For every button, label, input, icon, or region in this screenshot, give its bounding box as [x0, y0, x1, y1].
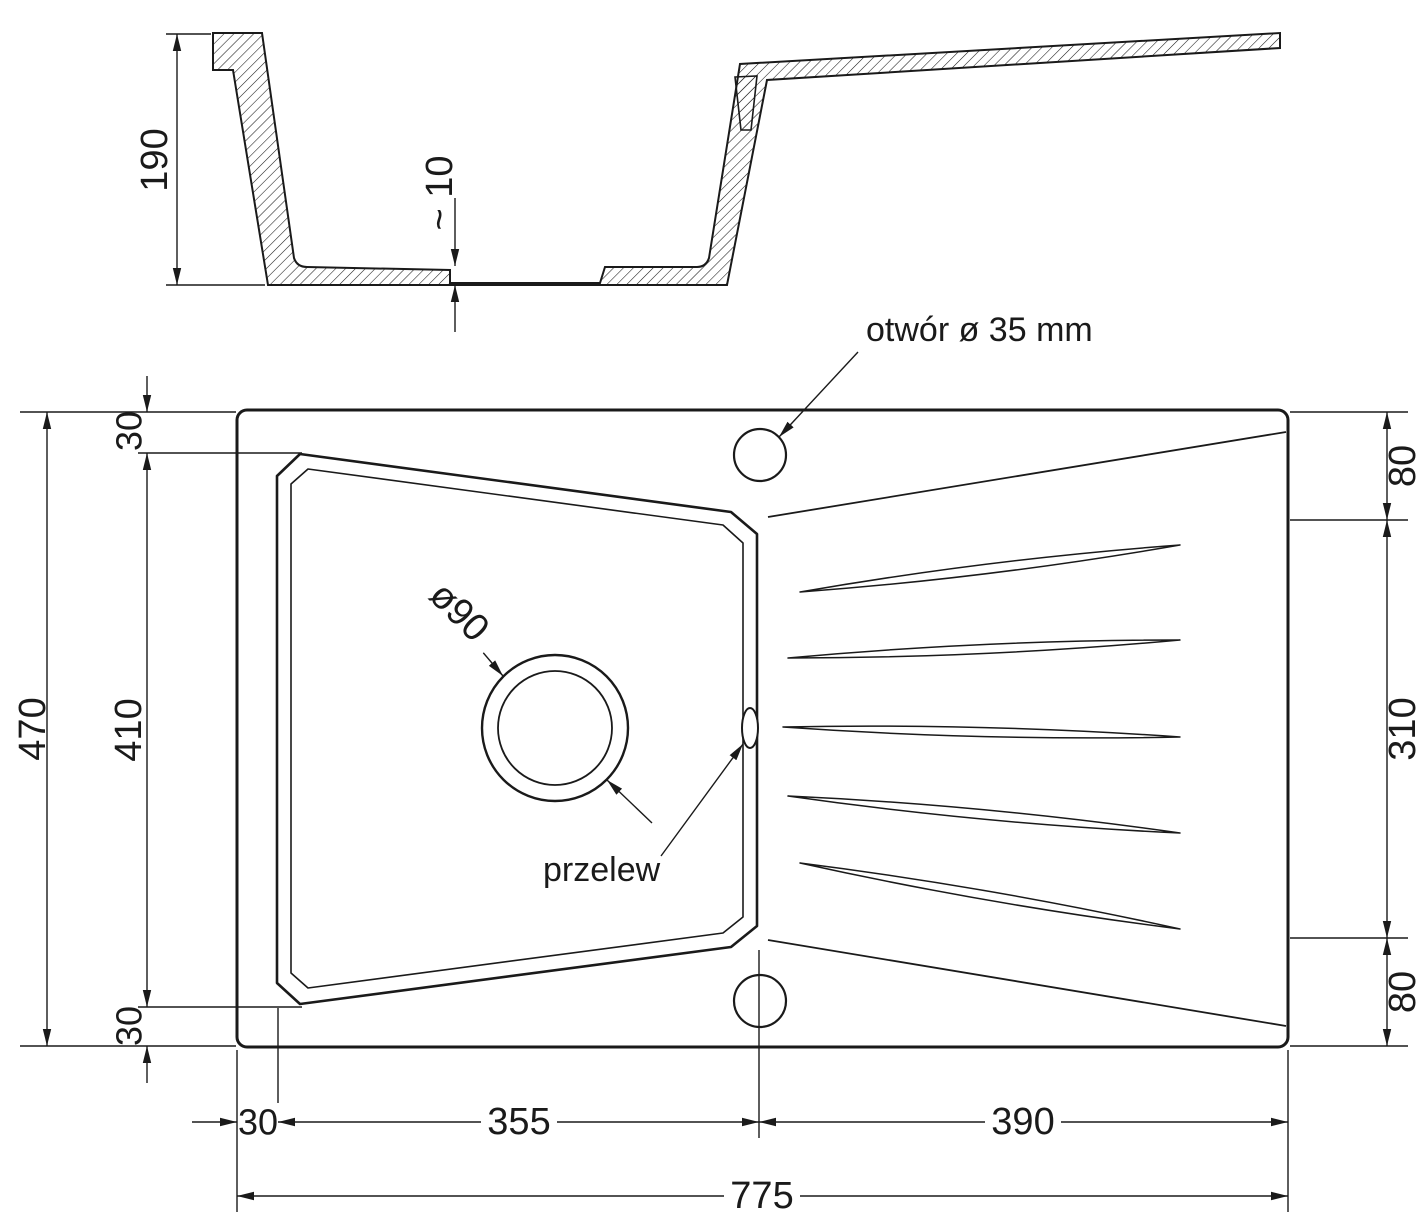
- dimension-right-top: 80: [1290, 411, 1424, 521]
- depth-label: 190: [134, 128, 176, 191]
- section-profile: [212, 31, 1281, 286]
- margin-bottom-label: 30: [109, 1006, 150, 1046]
- annotation-drain-diameter: ø90: [417, 566, 653, 824]
- dimension-inner-height: 410: [108, 452, 302, 1008]
- bottom-extension-lines: [236, 950, 1289, 1212]
- drainer-height-label: 310: [1382, 697, 1424, 760]
- drainer-groove: [782, 725, 1181, 739]
- overflow-slot: [741, 707, 759, 749]
- drainer-edge-top: [767, 431, 1287, 518]
- tap-hole-label: otwór ø 35 mm: [866, 311, 1093, 349]
- dimension-total-height: 470: [12, 411, 236, 1047]
- drainer-groove: [787, 639, 1181, 659]
- drainer-width-label: 390: [991, 1101, 1054, 1143]
- dimension-margin-bottom: 30: [109, 1006, 152, 1083]
- overflow-label: przelew: [543, 851, 661, 889]
- bowl-inner-rim: [290, 468, 744, 989]
- bowl-width-label: 355: [487, 1101, 550, 1143]
- annotation-tap-hole: otwór ø 35 mm: [778, 311, 1093, 438]
- bottom-mount-hole: [732, 973, 788, 1029]
- dimension-depth: 190: [134, 33, 265, 286]
- drain-hole-outer: [480, 653, 630, 803]
- tap-hole: [732, 427, 788, 483]
- drainer-edge-bottom: [767, 939, 1287, 1027]
- bottom-thickness-label: ~ 10: [419, 155, 461, 230]
- dimension-drainer-height: 310: [1290, 520, 1424, 939]
- dimension-margin-top: 30: [109, 376, 152, 451]
- margin-top-label: 30: [109, 411, 150, 451]
- margin-left-label: 30: [238, 1102, 278, 1143]
- bowl-outer-rim: [275, 452, 759, 1006]
- top-view: [235, 408, 1290, 1049]
- total-height-label: 470: [12, 697, 54, 760]
- sink-outline: [235, 408, 1290, 1049]
- dimension-bottom-thickness: ~ 10: [419, 155, 461, 332]
- dimension-drainer-width: 390: [759, 1101, 1288, 1143]
- section-view: [212, 31, 1281, 286]
- drainer-groove: [799, 862, 1181, 930]
- drainer-groove: [799, 544, 1181, 593]
- dimension-margin-left: 30: [192, 1102, 279, 1143]
- total-width-label: 775: [730, 1175, 793, 1217]
- inner-height-label: 410: [108, 698, 150, 761]
- drain-hole-inner: [497, 670, 613, 786]
- dimension-right-bottom: 80: [1290, 938, 1424, 1047]
- right-top-label: 80: [1382, 445, 1424, 487]
- drainer-groove: [787, 795, 1181, 834]
- dimension-bowl-width: 355: [278, 1101, 759, 1143]
- annotation-overflow: przelew: [543, 743, 744, 889]
- section-deck: [734, 75, 758, 131]
- right-bottom-label: 80: [1382, 971, 1424, 1013]
- dimension-total-width: 775: [237, 1175, 1288, 1217]
